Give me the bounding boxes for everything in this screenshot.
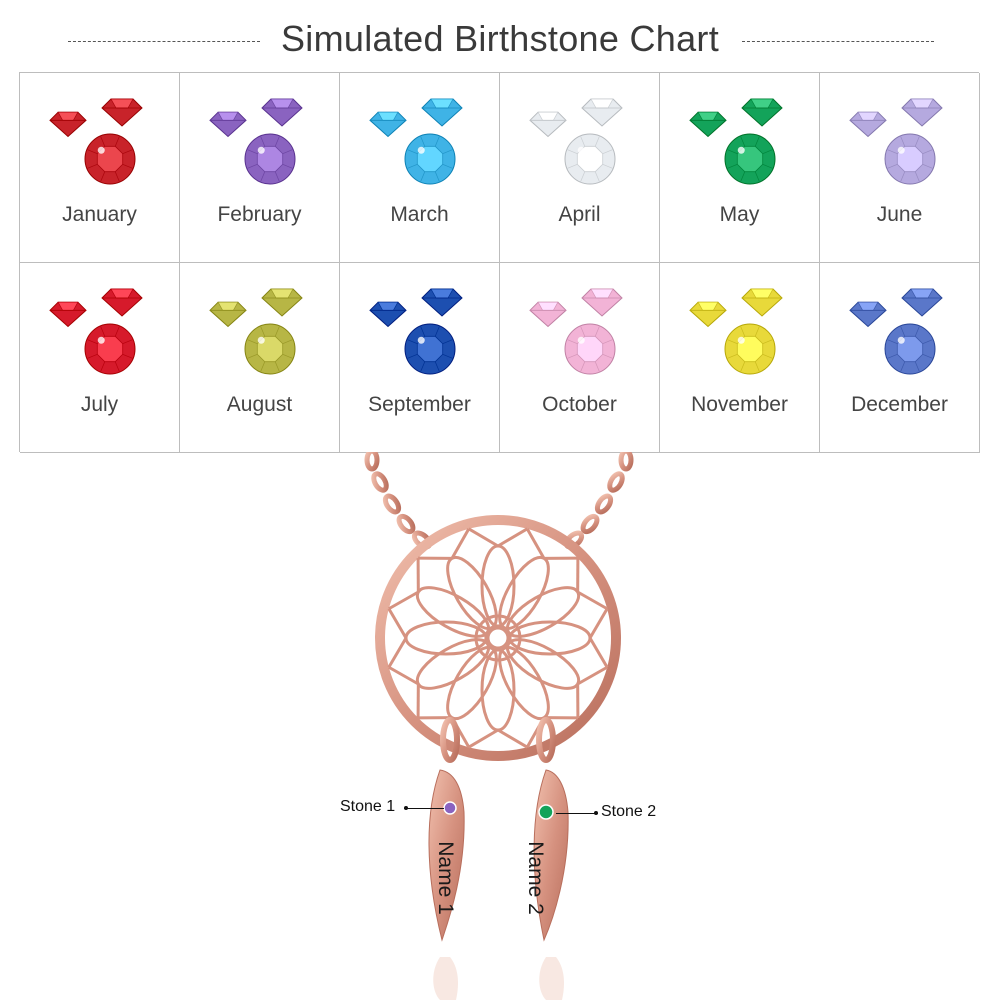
- birthstone-cell-july: July: [20, 263, 180, 453]
- month-label: November: [691, 393, 788, 416]
- chain-right: [563, 452, 634, 550]
- birthstone-cell-january: January: [20, 73, 180, 263]
- chart-header: Simulated Birthstone Chart: [0, 14, 1000, 70]
- birthstone-cell-september: September: [340, 263, 500, 453]
- red-gem-icon: [49, 98, 143, 185]
- month-label: March: [390, 203, 449, 226]
- aqua-gem-icon: [369, 98, 463, 185]
- stone-2-gem: [538, 804, 554, 820]
- dreamcatcher-pendant: [375, 515, 621, 761]
- stone-1-leader-line: [404, 808, 444, 809]
- month-label: September: [368, 393, 471, 416]
- stone-1-gem: [443, 801, 457, 815]
- chain-left: [364, 452, 433, 550]
- birthstone-cell-december: December: [820, 263, 980, 453]
- lavender-gem-icon: [849, 98, 943, 185]
- month-label: October: [542, 393, 617, 416]
- stone-2-pointer-dot: [594, 811, 598, 815]
- birthstone-cell-may: May: [660, 73, 820, 263]
- month-label: April: [558, 203, 601, 226]
- purple-gem-icon: [209, 98, 303, 185]
- birthstone-cell-june: June: [820, 73, 980, 263]
- stone-2-leader-line: [556, 813, 598, 814]
- month-label: February: [217, 203, 302, 226]
- stone-2-label: Stone 2: [601, 803, 657, 820]
- birthstone-cell-august: August: [180, 263, 340, 453]
- birthstone-cell-february: February: [180, 73, 340, 263]
- month-label: January: [62, 203, 137, 226]
- header-dash-right: [742, 41, 934, 42]
- green-gem-icon: [689, 98, 783, 185]
- birthstone-cell-april: April: [500, 73, 660, 263]
- month-label: July: [80, 393, 119, 416]
- page-title: Simulated Birthstone Chart: [280, 18, 719, 59]
- pink-gem-icon: [529, 288, 623, 375]
- month-label: May: [719, 203, 760, 226]
- header-dash-left: [68, 41, 260, 42]
- clear-gem-icon: [529, 98, 623, 185]
- dreamcatcher-necklace-image: [364, 452, 634, 1000]
- stone-1-label: Stone 1: [340, 798, 396, 815]
- feather-left: [428, 769, 465, 942]
- blue-gem-icon: [849, 288, 943, 375]
- sapphire-gem-icon: [369, 288, 463, 375]
- ruby-gem-icon: [49, 288, 143, 375]
- birthstone-cell-march: March: [340, 73, 500, 263]
- yellow-gem-icon: [689, 288, 783, 375]
- birthstone-cell-november: November: [660, 263, 820, 453]
- engraving-name-1: Name 1: [433, 841, 457, 915]
- olive-gem-icon: [209, 288, 303, 375]
- engraving-name-2: Name 2: [523, 841, 547, 915]
- birthstone-cell-october: October: [500, 263, 660, 453]
- month-label: June: [876, 203, 923, 226]
- month-label: December: [851, 393, 948, 416]
- month-label: August: [226, 393, 293, 416]
